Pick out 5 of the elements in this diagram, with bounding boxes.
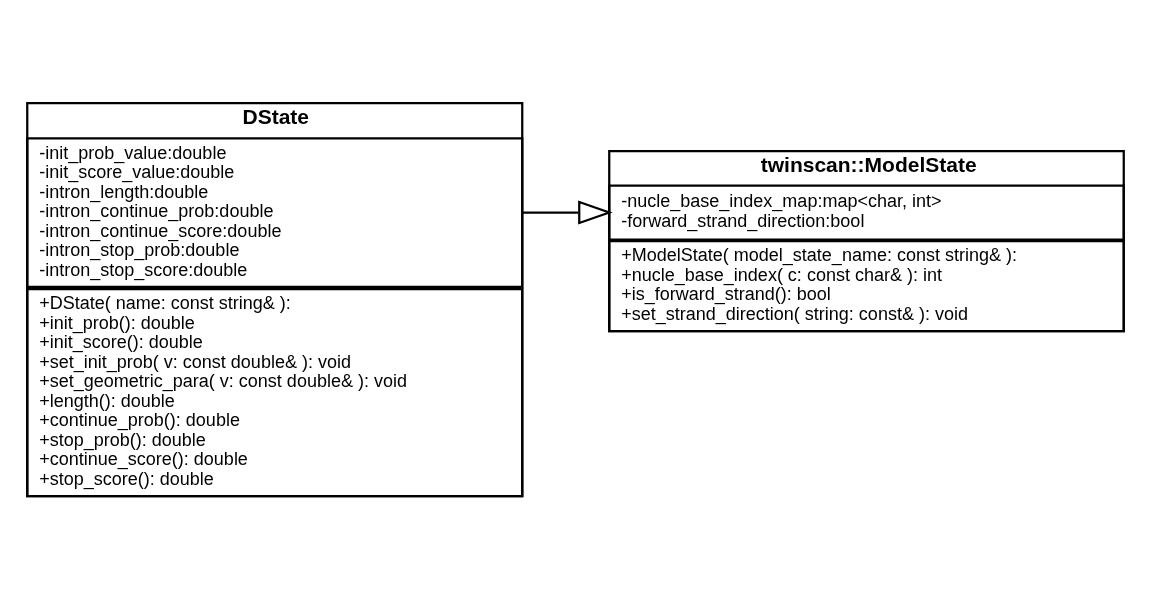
node-box: -nucle_base_index_map:map<char, int> -forward_strand_direction:bool xyxy=(608,183,1125,241)
arrow xyxy=(522,199,613,225)
node-box: +ModelState( model_state_name: const string& ): +nucle_base_index( c: const char& ): int +is_forward_strand(): bool +set_strand_direction( string: const& ): void xyxy=(608,239,1125,332)
node-box: +DState( name: const string& ): +init_prob(): double +init_score(): double +set_init_prob( v: const double& ): void +set_geometric_para( v: const double& ): void +length(): double +continue_prob(): double +stop_prob(): double +continue_score(): double +stop_score(): double xyxy=(26,287,524,497)
node-box: -init_prob_value:double -init_score_value:double -intron_length:double -intron_continue_prob:double -intron_continue_score:double -intron_stop_prob:double -intron_stop_score:double xyxy=(26,136,524,288)
